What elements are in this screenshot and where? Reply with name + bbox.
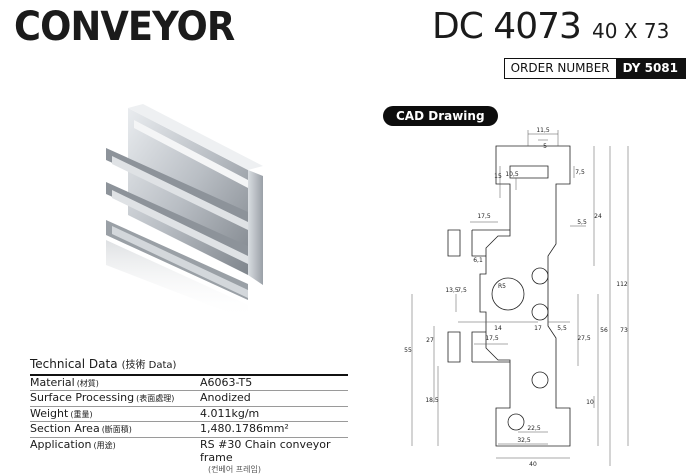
dim-label: 17,5 — [485, 335, 499, 342]
row-key: Application(用途) — [30, 438, 200, 465]
order-number-label: ORDER NUMBER — [504, 59, 616, 78]
dim-label: 10 — [586, 399, 594, 406]
dim-label: 7,5 — [457, 287, 467, 294]
row-value: RS #30 Chain conveyor frame — [200, 437, 331, 465]
dim-label: 5,5 — [557, 325, 567, 332]
order-number-value: DY 5081 — [615, 59, 685, 78]
dim-label: R5 — [498, 283, 506, 290]
dim-label: 17 — [534, 325, 542, 332]
row-key: Weight(重量) — [30, 407, 200, 421]
dim-label: 14 — [494, 325, 502, 332]
model-heading: DC 4073 40 X 73 — [432, 6, 669, 47]
model-size: 40 X 73 — [592, 19, 670, 43]
dim-label: 27 — [426, 337, 434, 344]
profile-outline — [479, 145, 571, 447]
dim-label: 7,5 — [575, 169, 585, 176]
row-key-text: Surface Processing — [30, 391, 135, 405]
dim-label: 13,5 — [445, 287, 459, 294]
model-code: DC 4073 — [432, 6, 582, 47]
row-key-text: Section Area — [30, 422, 100, 436]
row-key: Surface Processing(表面處理) — [30, 391, 200, 405]
dim-label: 73 — [620, 327, 628, 334]
profile-photo — [106, 104, 263, 320]
dim-label: 24 — [594, 213, 602, 220]
dim-label: 17,5 — [477, 213, 491, 220]
row-key-ko: (材質) — [76, 379, 99, 388]
dim-label: 22,5 — [527, 425, 541, 432]
page-title: CONVEYOR — [14, 4, 235, 50]
dim-label: 5 — [543, 143, 547, 150]
table-row: Surface Processing(表面處理) Anodized — [30, 391, 348, 407]
row-value: Anodized — [200, 391, 251, 405]
cad-drawing-badge: CAD Drawing — [383, 106, 498, 126]
dim-label: 6,1 — [473, 257, 483, 264]
row-key: Material(材質) — [30, 376, 200, 390]
dim-label: 55 — [404, 347, 412, 354]
dim-label: 18,5 — [425, 397, 439, 404]
dim-label: 10,5 — [505, 171, 519, 178]
technical-data-table: Technical Data(技術 Data) Material(材質) A60… — [30, 356, 348, 475]
row-value: 1,480.1786mm² — [200, 422, 289, 436]
row-value: A6063-T5 — [200, 376, 253, 389]
row-key-ko: (表面處理) — [136, 394, 175, 404]
table-row: Weight(重量) 4.011kg/m — [30, 406, 348, 423]
technical-data-title-ko: (技術 Data) — [121, 360, 177, 371]
row-key-ko: (用途) — [93, 440, 116, 450]
row-key-ko: (重量) — [70, 409, 93, 419]
table-row: Application(用途) RS #30 Chain conveyor fr… — [30, 438, 348, 465]
dim-label: 27,5 — [577, 335, 591, 342]
technical-data-title: Technical Data — [30, 357, 118, 371]
table-row: Material(材質) A6063-T5 — [30, 376, 348, 392]
dim-label: 40 — [529, 461, 537, 468]
cad-drawing: 11,5 5 15 10,5 7,5 24 17,5 5,5 6,1 13,5 … — [404, 127, 629, 468]
dim-label: 15 — [494, 173, 502, 180]
order-number-box: ORDER NUMBER DY 5081 — [503, 58, 686, 79]
row-key-ko: (斷面積) — [101, 425, 132, 435]
dim-label: 32,5 — [517, 437, 531, 444]
dim-label: 112 — [616, 281, 628, 288]
table-row: Section Area(斷面積) 1,480.1786mm² — [30, 422, 348, 438]
row-value: 4.011kg/m — [200, 406, 260, 420]
technical-data-header: Technical Data(技術 Data) — [30, 356, 348, 376]
row-key-text: Material — [30, 376, 75, 389]
row-key-text: Weight — [30, 406, 69, 420]
application-note-ko: (컨베어 프레임) — [208, 465, 261, 475]
dim-label: 5,5 — [577, 219, 587, 226]
dim-label: 11,5 — [536, 127, 550, 134]
dim-label: 56 — [600, 327, 608, 334]
row-key: Section Area(斷面積) — [30, 422, 200, 436]
row-key-text: Application — [30, 437, 92, 451]
